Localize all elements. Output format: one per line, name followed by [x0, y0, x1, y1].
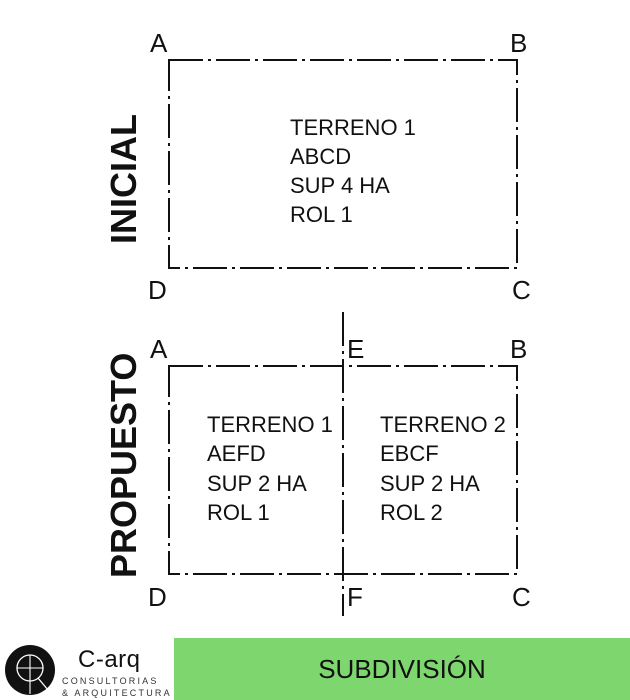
propuesto-lot2-line: EBCF [380, 441, 439, 466]
corner-label-d: D [148, 275, 167, 305]
corner-label-f: F [347, 582, 363, 612]
banner-label: SUBDIVISIÓN [318, 653, 486, 684]
propuesto-lot1-line: ROL 1 [207, 500, 270, 525]
propuesto-lot1-line: TERRENO 1 [207, 412, 333, 437]
inicial-lot-line: ROL 1 [290, 202, 353, 227]
propuesto-lot2-line: ROL 2 [380, 500, 443, 525]
corner-label-a: A [150, 334, 168, 364]
logo-name: C-arq [78, 646, 141, 673]
logo-tagline-1: CONSULTORIAS [62, 676, 159, 686]
propuesto-lot1-line: SUP 2 HA [207, 471, 307, 496]
logo-mark-icon [5, 645, 55, 695]
corner-label-a: A [150, 28, 168, 58]
propuesto-lot2-line: SUP 2 HA [380, 471, 480, 496]
subdivision-diagram: A B D C INICIAL TERRENO 1 ABCD SUP 4 HA … [103, 28, 531, 616]
corner-label-b: B [510, 28, 527, 58]
propuesto-section: A E B D F C PROPUESTO TERRENO 1 AEFD SUP… [103, 312, 531, 616]
inicial-boundary [168, 59, 518, 269]
inicial-title: INICIAL [103, 114, 144, 244]
title-banner: SUBDIVISIÓN [174, 638, 630, 700]
corner-label-e: E [347, 334, 364, 364]
corner-label-c: C [512, 275, 531, 305]
logo-tagline-2: & ARQUITECTURA [62, 688, 172, 698]
corner-label-d: D [148, 582, 167, 612]
propuesto-lot1-line: AEFD [207, 441, 266, 466]
corner-label-b: B [510, 334, 527, 364]
inicial-lot-line: SUP 4 HA [290, 173, 390, 198]
company-logo: C-arq CONSULTORIAS & ARQUITECTURA [0, 638, 172, 700]
propuesto-lot2-line: TERRENO 2 [380, 412, 506, 437]
propuesto-title: PROPUESTO [103, 353, 144, 578]
footer: C-arq CONSULTORIAS & ARQUITECTURA SUBDIV… [0, 638, 630, 700]
inicial-lot-line: TERRENO 1 [290, 115, 416, 140]
inicial-lot-line: ABCD [290, 144, 351, 169]
corner-label-c: C [512, 582, 531, 612]
inicial-section: A B D C INICIAL TERRENO 1 ABCD SUP 4 HA … [103, 28, 531, 305]
